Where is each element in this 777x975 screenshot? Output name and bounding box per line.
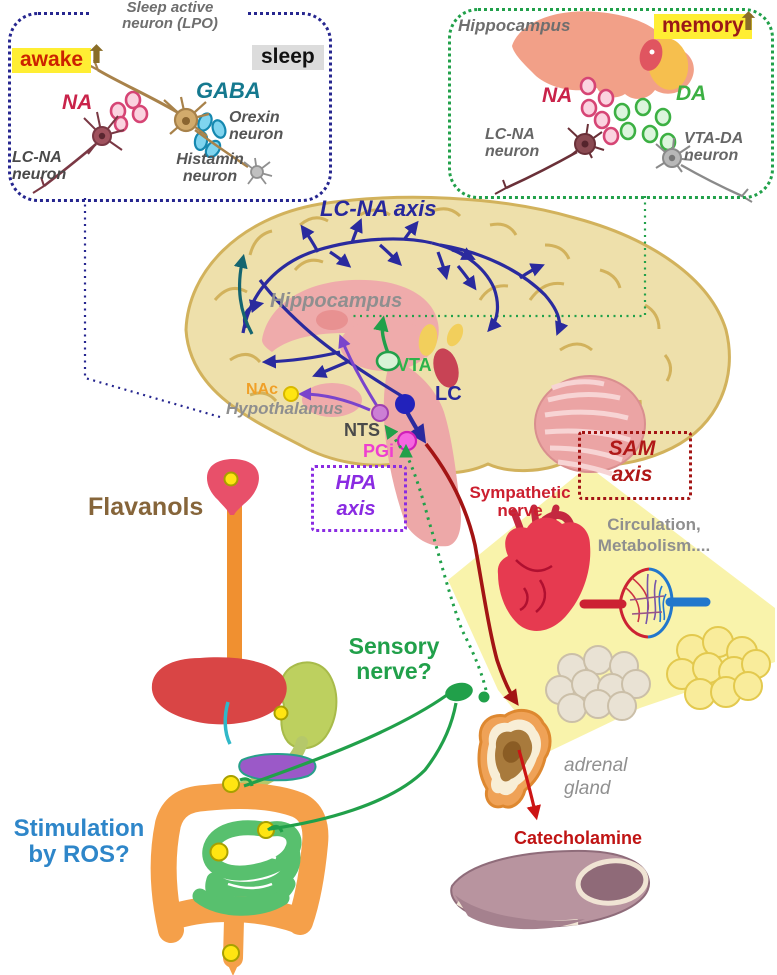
awake-up-arrow-icon: ⬆: [86, 41, 107, 69]
brain-gyri: [213, 207, 672, 424]
bile-duct: [223, 701, 232, 745]
teal-projection-arrow: [233, 253, 254, 335]
sam-axis-label: SAM axis: [608, 437, 656, 487]
hpa-axis-label: HPA axis: [335, 472, 377, 520]
blood-vessel-icon: [450, 849, 651, 930]
cell-cluster-yellow: [666, 626, 771, 710]
flavanol-dot-ileum: [209, 842, 229, 862]
pancreas: [238, 753, 317, 782]
midbrain-red-nucleus: [433, 348, 459, 388]
small-intestine: [192, 820, 302, 916]
orexin-neuron-label: Orexin neuron: [229, 109, 284, 144]
flavanol-dot-duodenum: [222, 775, 240, 793]
da-molecules: [613, 97, 677, 152]
mouth-funnel: [206, 459, 259, 515]
memory-label: memory: [654, 14, 752, 39]
memory-panel-illustration: [494, 11, 753, 203]
nts-projection-arrows: [298, 334, 379, 412]
vta-nucleus-dot: [375, 350, 401, 372]
gaba-label: GABA: [196, 78, 261, 103]
pgi-label: PGi: [363, 441, 395, 461]
sleep-panel-title: Sleep active neuron (LPO): [92, 0, 248, 33]
adrenal-gland-label: adrenal gland: [564, 755, 628, 799]
sensory-nerve-label: Sensory nerve?: [348, 633, 440, 684]
na-molecules-right: [579, 76, 620, 146]
lc-na-neuron-left: [32, 111, 125, 194]
catecholamine-release-arrow: [517, 749, 541, 821]
stomach: [279, 661, 338, 750]
lc-na-neuron-label-left: LC-NA neuron: [12, 149, 67, 184]
digestive-system: [150, 459, 338, 975]
da-label: DA: [676, 82, 707, 105]
esophagus: [227, 498, 242, 678]
sleep-panel-illustration: [32, 59, 273, 194]
nac-label: NAc: [246, 381, 279, 398]
sensory-ganglion: [445, 682, 473, 702]
lc-nucleus-dot: [395, 394, 415, 414]
hypothalamus-label: Hypothalamus: [226, 399, 344, 418]
cerebellum: [534, 375, 646, 477]
brain-hippocampus-label: Hippocampus: [270, 290, 403, 312]
lc-na-axis-label: LC-NA axis: [320, 196, 437, 221]
capillary-network-icon: [579, 567, 711, 639]
midbrain-patch: [418, 324, 438, 356]
awake-label: awake: [12, 48, 92, 73]
vta-da-neuron-label: VTA-DA neuron: [684, 130, 744, 165]
intestine-highlights: [227, 840, 277, 890]
liver: [151, 657, 287, 725]
adrenal-gland-icon: [477, 708, 552, 809]
flavanol-dot-rectum: [222, 944, 240, 962]
heart-icon: [497, 504, 591, 631]
circulation-metabolism-label: Circulation, Metabolism....: [597, 515, 711, 556]
flavanol-dot-liver: [273, 705, 289, 721]
vta-projection-arrow: [373, 315, 390, 354]
memory-up-arrow-icon: ⬆: [738, 8, 759, 36]
histamin-neuron-label: Histamin neuron: [176, 151, 244, 186]
na-label-sleep-panel: NA: [62, 91, 93, 114]
histamin-neuron: [243, 157, 273, 185]
stimulation-ros-label: Stimulation by ROS?: [13, 815, 145, 868]
midbrain-patch2: [446, 323, 464, 347]
lc-na-projection-arrows: [241, 218, 569, 444]
brain-illustration: [184, 195, 731, 547]
septal-area: [316, 310, 348, 330]
nts-nucleus-dot: [371, 404, 389, 422]
hippocampus-shape: [512, 11, 694, 99]
hypothalamus-region: [302, 383, 362, 417]
sensory-ganglion-dot: [478, 691, 490, 703]
catecholamine-label: Catecholamine: [514, 828, 643, 848]
sleep-label: sleep: [252, 45, 324, 70]
na-molecules-left: [109, 90, 149, 133]
lc-label: LC: [435, 383, 462, 405]
sympathetic-nerve-label: Sympathetic nerve: [469, 483, 571, 521]
sleep-box-leader-line: [83, 198, 221, 419]
lc-na-neuron-label-right: LC-NA neuron: [485, 126, 540, 161]
sensory-afferent-dotted-path: [384, 424, 488, 691]
vta-da-neuron: [655, 137, 753, 203]
flavanol-dot-mouth: [223, 471, 239, 487]
lc-na-neuron-right: [494, 123, 605, 195]
vta-label: VTA: [397, 355, 432, 375]
nts-label: NTS: [344, 420, 380, 440]
sleep-active-neuron: [86, 59, 249, 168]
memory-box-leader-line: [352, 196, 647, 318]
hippocampus-core: [639, 39, 663, 71]
sympathetic-nerve-line: [424, 442, 519, 706]
na-label-memory-panel: NA: [542, 84, 573, 107]
hippocampus-panel-label: Hippocampus: [458, 16, 571, 35]
cell-cluster-beige: [545, 645, 651, 723]
nac-nucleus-dot: [283, 386, 299, 402]
flavanols-label: Flavanols: [88, 493, 204, 521]
sensory-nerve-fibers: [239, 693, 458, 833]
